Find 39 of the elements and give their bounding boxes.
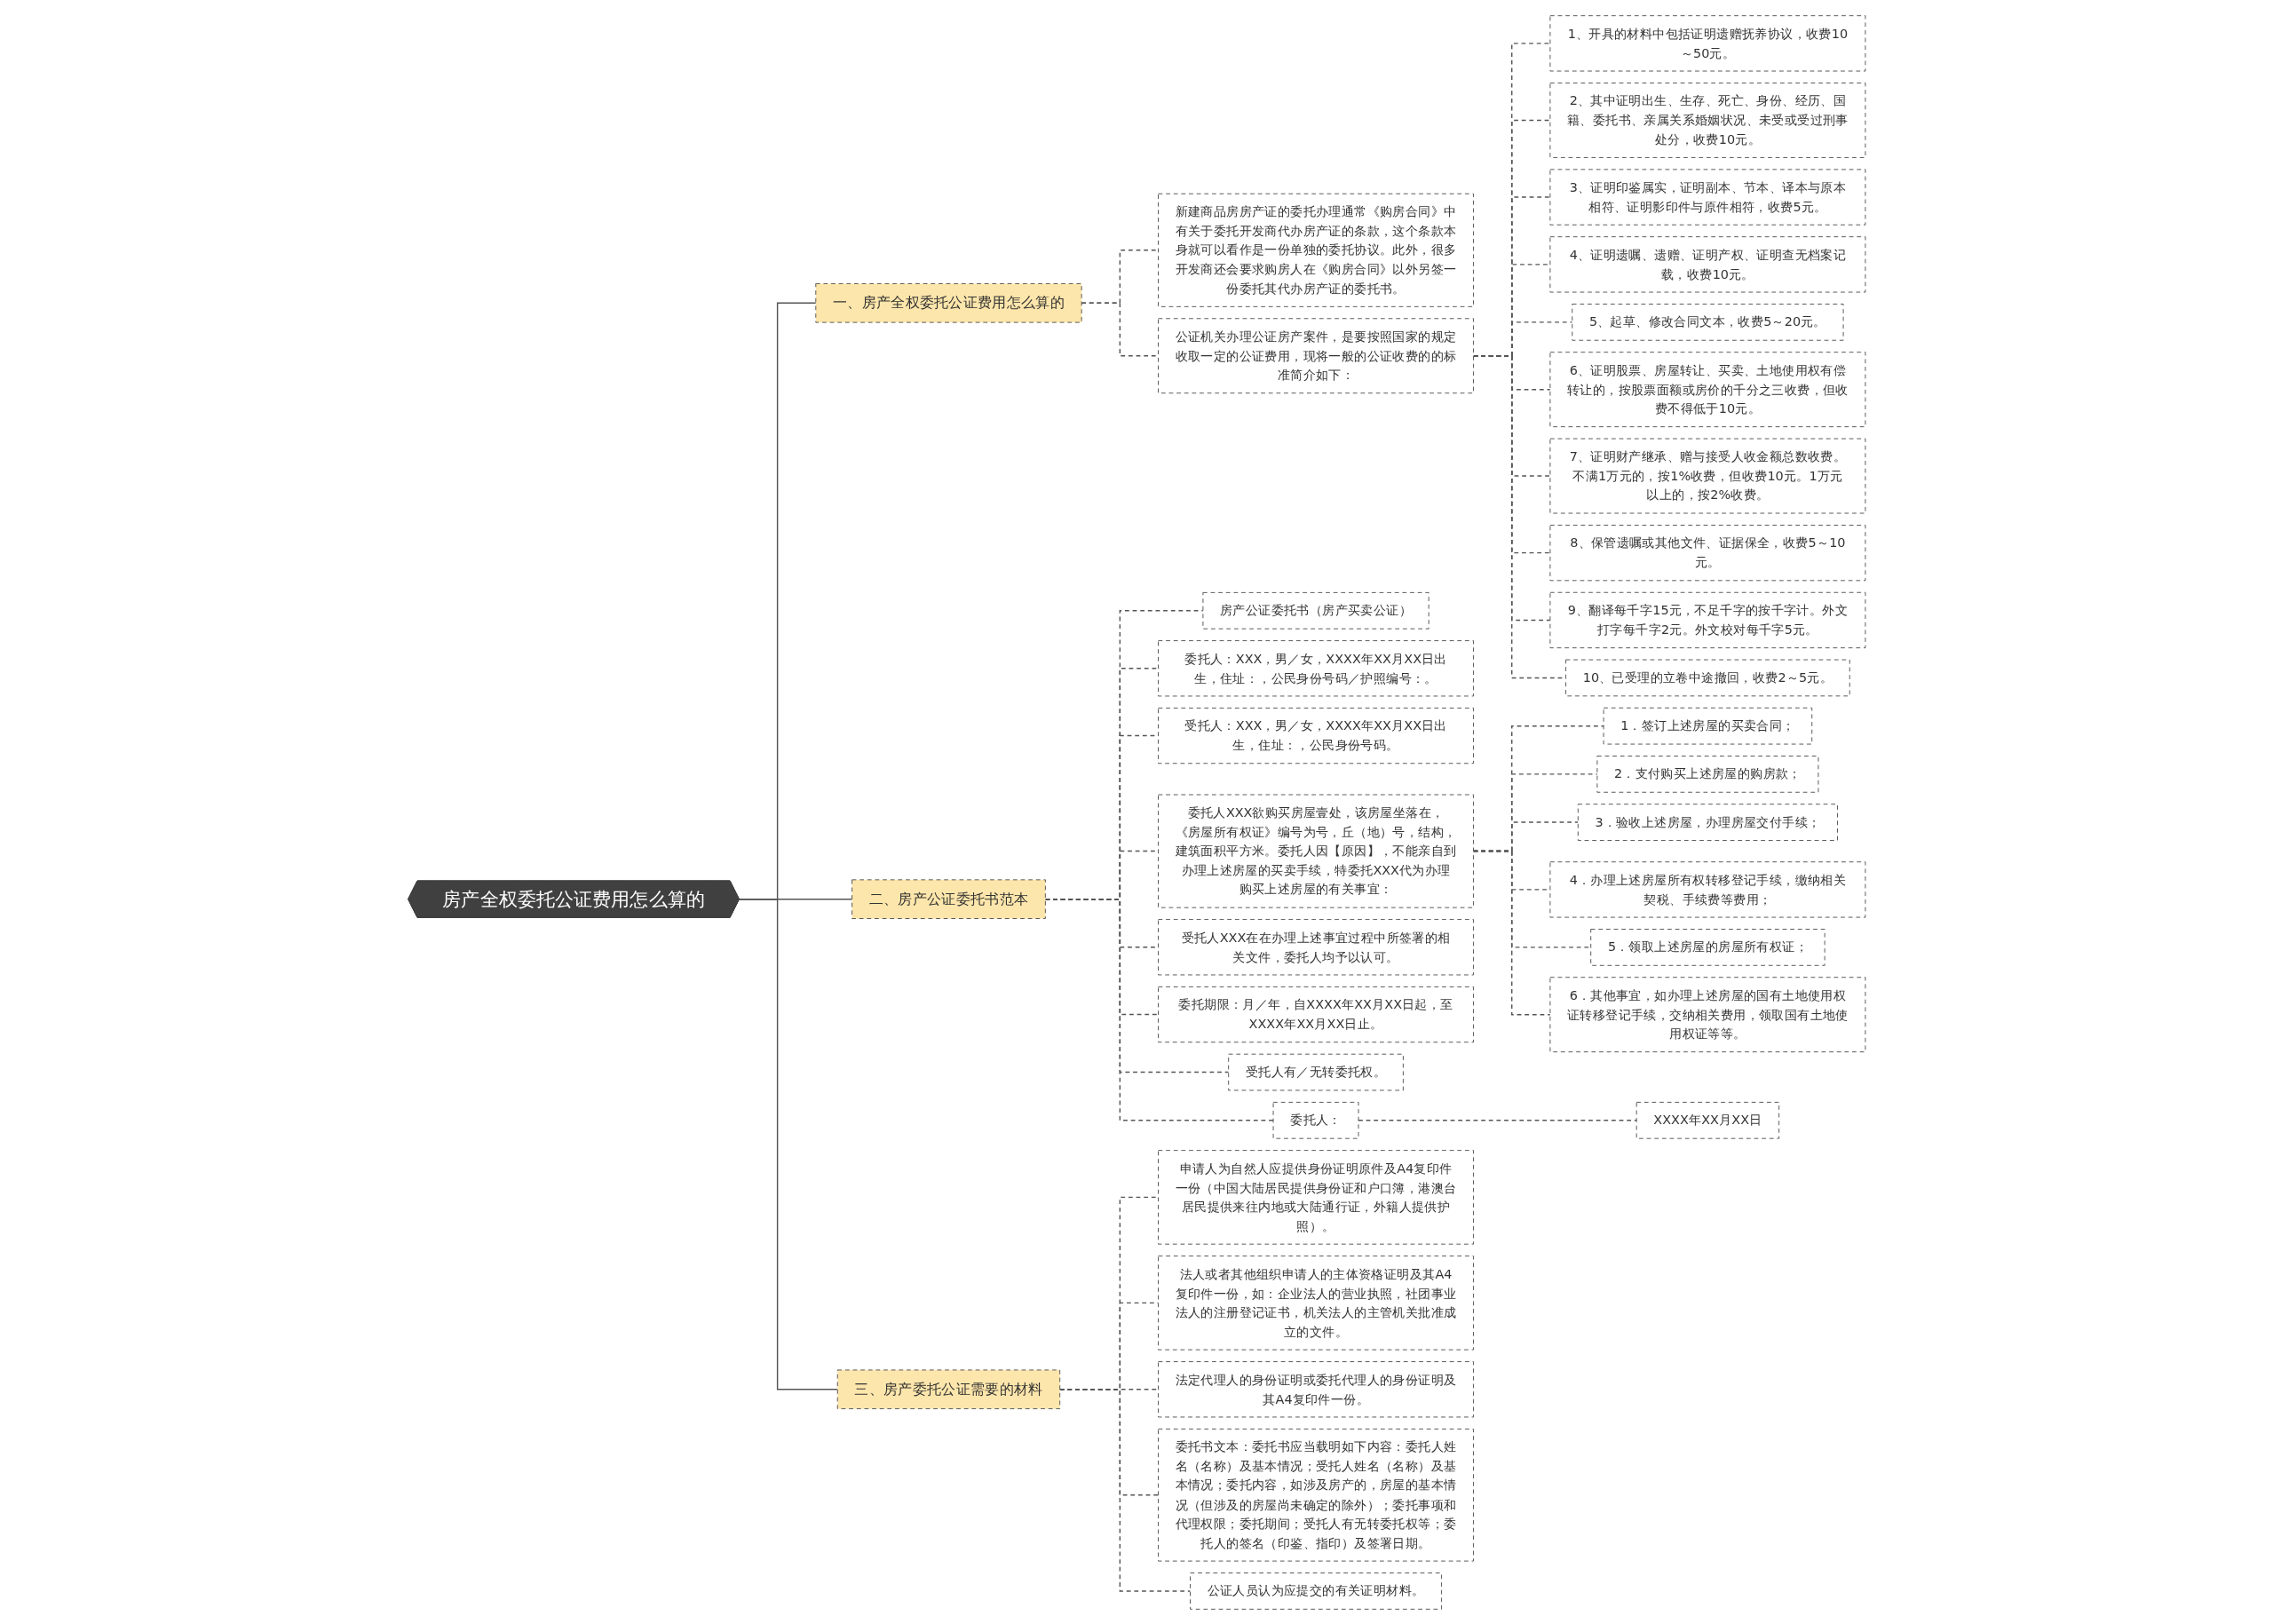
node-box: 1、开具的材料中包括证明遗赠抚养协议，收费10～50元。: [1549, 14, 1866, 72]
node-box: 委托期限：月／年，自XXXX年XX月XX日起，至XXXX年XX月XX日止。: [1157, 986, 1474, 1042]
node-box: 委托人：XXX，男／女，XXXX年XX月XX日出生，住址：，公民身份号码／护照编号：。: [1157, 639, 1474, 696]
node-box: 10、已受理的立卷中途撤回，收费2～5元。: [1564, 659, 1850, 696]
node-box: 4．办理上述房屋所有权转移登记手续，缴纳相关契税、手续费等费用；: [1549, 860, 1866, 918]
node-box: 2．支付购买上述房屋的购房款；: [1596, 755, 1819, 793]
node-box: 8、保管遗嘱或其他文件、证据保全，收费5～10元。: [1549, 524, 1866, 581]
node-box: 1．签订上述房屋的买卖合同；: [1603, 707, 1812, 745]
node-box: 受托人有／无转委托权。: [1227, 1053, 1404, 1090]
node-box: 公证机关办理公证房产案件，是要按照国家的规定收取一定的公证费用，现将一般的公证收费的的标准简介如下：: [1157, 317, 1474, 393]
node-box: 委托人：: [1272, 1101, 1359, 1139]
connector: [738, 898, 838, 1390]
node-box: 6、证明股票、房屋转让、买卖、土地使用权有偿转让的，按股票面额或房价的千分之三收费，但收费不得低于10元。: [1549, 351, 1866, 427]
node-box: XXXX年XX月XX日: [1635, 1101, 1779, 1139]
node-box: 二、房产公证委托书范本: [851, 878, 1046, 919]
connector: [1081, 302, 1159, 356]
node-box: 委托书文本：委托书应当载明如下内容：委托人姓名（名称）及基本情况；受托人姓名（名称）及基本情况；委托内容，如涉及房产的，房屋的基本情况（但涉及的房屋尚未确定的除外）；委托事项和代理权限；委托期间；受托人有无转委托权等；委托人的签名（印鉴、指印）及签署日期。: [1157, 1428, 1474, 1562]
node-box: 新建商品房房产证的委托办理通常《购房合同》中有关于委托开发商代办房产证的条款，这个条款本身就可以看作是一份单独的委托协议。此外，很多开发商还会要求购房人在《购房合同》以外另签一份委托其代办房产证的委托书。: [1157, 193, 1474, 307]
node-box: 受托人XXX在在办理上述事宜过程中所签署的相关文件，委托人均予以认可。: [1157, 918, 1474, 975]
node-box: 房产公证委托书（房产买卖公证）: [1202, 591, 1430, 630]
node-box: 三、房产委托公证需要的材料: [836, 1368, 1060, 1409]
node-box: 受托人：XXX，男／女，XXXX年XX月XX日出生，住址：，公民身份号码。: [1157, 707, 1474, 764]
node-box: 9、翻译每千字15元，不足千字的按千字计。外文打字每千字2元。外文校对每千字5元。: [1549, 591, 1866, 648]
node-box: 3．验收上述房屋，办理房屋交付手续；: [1577, 803, 1838, 841]
node-box: 7、证明财产继承、赠与接受人收金额总数收费。不满1万元的，按1%收费，但收费10元。1万元以上的，按2%收费。: [1549, 438, 1866, 513]
connector: [1358, 1119, 1637, 1121]
node-box: 3、证明印鉴属实，证明副本、节本、译本与原本相符、证明影印件与原件相符，收费5元。: [1549, 168, 1866, 226]
node-box: 5、起草、修改合同文本，收费5～20元。: [1572, 303, 1844, 341]
node-box: 法人或者其他组织申请人的主体资格证明及其A4复印件一份，如：企业法人的营业执照，社团事业法人的注册登记证书，机关法人的主管机关批准成立的文件。: [1157, 1255, 1474, 1351]
node-box: 公证人员认为应提交的有关证明材料。: [1189, 1572, 1442, 1610]
node-box: 一、房产全权委托公证费用怎么算的: [815, 282, 1082, 323]
connector: [1472, 850, 1551, 1015]
node-box: 申请人为自然人应提供身份证明原件及A4复印件一份（中国大陆居民提供身份证和户口簿，港澳台居民提供来往内地或大陆通行证，外籍人提供护照）。: [1157, 1149, 1474, 1245]
node-box: 2、其中证明出生、生存、死亡、身份、经历、国籍、委托书、亲属关系婚姻状况、未受或受过刑事处分，收费10元。: [1549, 82, 1866, 158]
node-box: 5．领取上述房屋的房屋所有权证；: [1589, 928, 1826, 966]
node-box: 委托人XXX欲购买房屋壹处，该房屋坐落在，《房屋所有权证》编号为号，丘（地）号，结构，建筑面积平方米。委托人因【原因】，不能亲自到办理上述房屋的买卖手续，特委托XXX代为办理购买上述房屋的有关事宜：: [1157, 794, 1474, 908]
node-box: 4、证明遗嘱、遗赠、证明产权、证明查无档案记载，收费10元。: [1549, 235, 1866, 293]
node-box: 法定代理人的身份证明或委托代理人的身份证明及其A4复印件一份。: [1157, 1360, 1474, 1417]
node-box: 6．其他事宜，如办理上述房屋的国有土地使用权证转移登记手续，交纳相关费用，领取国有土地使用权证等等。: [1549, 976, 1866, 1052]
